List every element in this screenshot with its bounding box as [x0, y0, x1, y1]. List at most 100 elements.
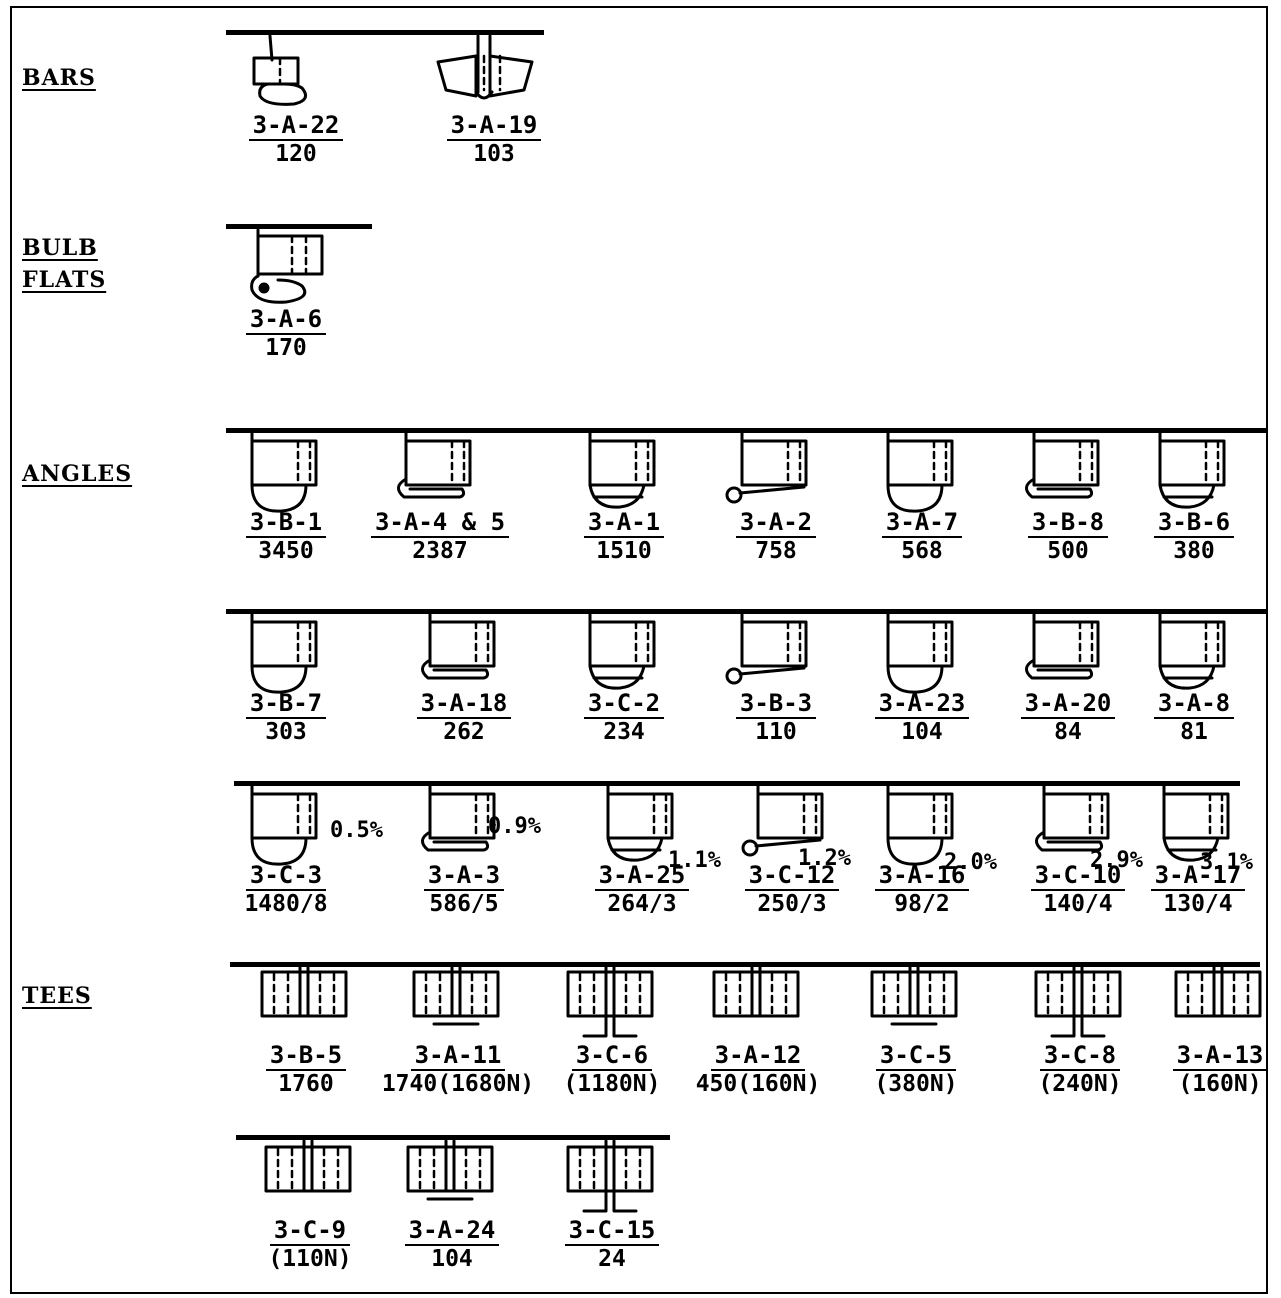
detail-value: 110: [755, 719, 797, 745]
detail-value: 140/4: [1043, 891, 1113, 917]
detail-code: 3-A-8: [1153, 689, 1235, 719]
detail-value: 2387: [412, 538, 468, 564]
detail-value: 1510: [596, 538, 652, 564]
detail-item: 3-C-6(1180N): [548, 964, 676, 1104]
angle-clip-icon: [725, 612, 808, 685]
detail-value: 104: [901, 719, 943, 745]
detail-value: (110N): [268, 1246, 352, 1272]
angle-clip-icon: [606, 784, 674, 862]
section-divider-line: [234, 781, 1240, 786]
detail-value: 3450: [258, 538, 314, 564]
detail-value: 24: [598, 1246, 626, 1272]
detail-code: 3-C-5: [875, 1041, 957, 1071]
section-label-bars: BARS: [22, 65, 96, 91]
detail-value: 1480/8: [244, 891, 328, 917]
detail-percentage: 1.1%: [668, 848, 721, 873]
detail-code: 3-C-10: [1030, 861, 1126, 891]
detail-value: 170: [265, 335, 307, 361]
section-label-bulb-flats: BULB FLATS: [22, 235, 107, 293]
section-divider-line: [226, 30, 544, 35]
detail-percentage: 3.1%: [1200, 850, 1253, 875]
bulb-clip-icon: [250, 228, 324, 304]
tee-clip-icon: [412, 964, 500, 1026]
section-label-angles: ANGLES: [22, 461, 133, 487]
detail-code: 3-A-24: [404, 1216, 500, 1246]
detail-value: 380: [1173, 538, 1215, 564]
detail-code: 3-A-16: [874, 861, 970, 891]
detail-value: 104: [431, 1246, 473, 1272]
angle-clip-icon: [397, 431, 472, 499]
tee-clip-icon: [566, 1139, 654, 1213]
detail-value: 98/2: [894, 891, 950, 917]
angle-clip-icon: [1025, 612, 1100, 680]
angle-clip-icon: [250, 612, 318, 694]
section-divider-line: [226, 224, 372, 229]
angle-clip-icon: [1158, 431, 1226, 509]
angle-clip-icon: [421, 784, 496, 852]
detail-code: 3-A-19: [446, 111, 542, 141]
detail-value: 84: [1054, 719, 1082, 745]
angle-clip-icon: [886, 784, 954, 866]
detail-code: 3-A-18: [416, 689, 512, 719]
angle-clip-icon: [725, 431, 808, 504]
detail-code: 3-A-22: [248, 111, 344, 141]
detail-value: 758: [755, 538, 797, 564]
angle-clip-icon: [250, 431, 318, 513]
angle-clip-icon: [741, 784, 824, 857]
detail-value: 130/4: [1163, 891, 1233, 917]
section-divider-line: [230, 962, 1260, 967]
tee-clip-icon: [264, 1139, 352, 1193]
detail-value: 1760: [278, 1071, 334, 1097]
detail-value: 234: [603, 719, 645, 745]
diagram-frame: [10, 6, 1268, 1294]
detail-code: 3-B-7: [245, 689, 327, 719]
angle-clip-icon: [1035, 784, 1110, 852]
detail-code: 3-A-20: [1020, 689, 1116, 719]
detail-value: 303: [265, 719, 307, 745]
detail-code: 3-C-12: [744, 861, 840, 891]
section-label-tees: TEES: [22, 983, 92, 1009]
angle-clip-icon: [1025, 431, 1100, 499]
detail-value: (160N): [1178, 1071, 1262, 1097]
angle-clip-icon: [1158, 612, 1226, 690]
angle-clip-icon: [250, 784, 318, 866]
detail-percentage: 0.5%: [330, 818, 383, 843]
section-divider-line: [236, 1135, 670, 1140]
tee-clip-icon: [566, 964, 654, 1038]
detail-code: 3-C-6: [571, 1041, 653, 1071]
detail-value: 262: [443, 719, 485, 745]
detail-value: 1740(1680N): [381, 1071, 535, 1097]
detail-code: 3-C-15: [564, 1216, 660, 1246]
detail-value: 120: [275, 141, 317, 167]
detail-code: 3-A-13: [1172, 1041, 1268, 1071]
detail-code: 3-A-6: [245, 305, 327, 335]
detail-percentage: 2.0%: [944, 850, 997, 875]
detail-value: 264/3: [607, 891, 677, 917]
detail-code: 3-C-8: [1039, 1041, 1121, 1071]
section-divider-line: [226, 428, 1266, 433]
bar-flared-clip-icon: [436, 34, 534, 100]
detail-item: 3-C-9(110N): [246, 1139, 374, 1279]
detail-code: 3-A-2: [735, 508, 817, 538]
detail-value: (240N): [1038, 1071, 1122, 1097]
